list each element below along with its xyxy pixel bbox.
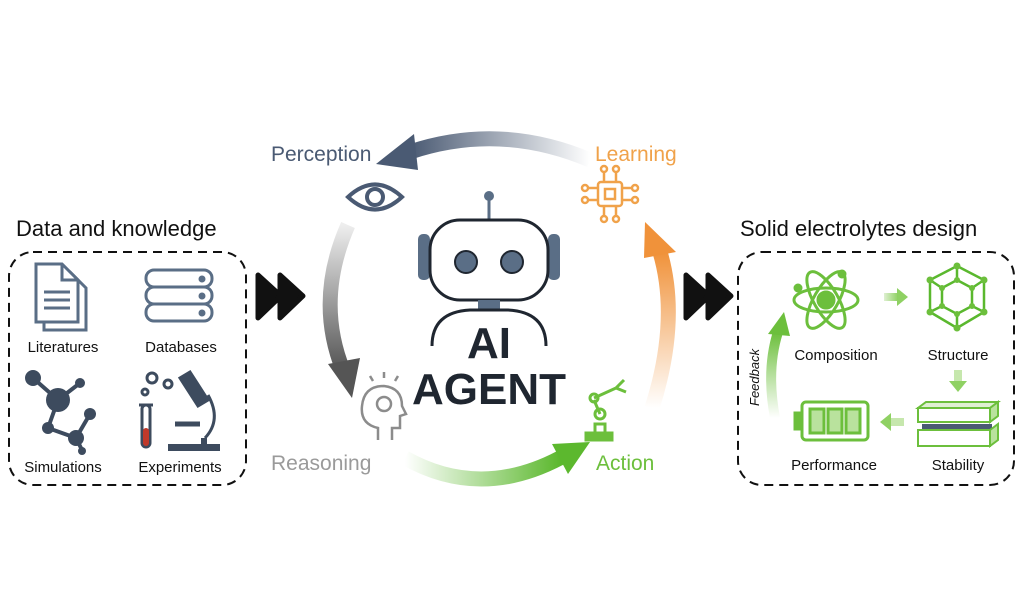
thinking-head-icon (360, 372, 408, 440)
literatures-label: Literatures (27, 339, 99, 356)
layered-stack-icon (915, 400, 1001, 448)
stability-label: Stability (931, 457, 985, 474)
reasoning-label: Reasoning (271, 452, 372, 475)
agent-title-line1: AI (467, 319, 511, 368)
structure-label: Structure (927, 347, 989, 364)
cycle-arrow-top (376, 131, 593, 170)
molecule-icon (25, 370, 96, 455)
performance-label: Performance (791, 457, 877, 474)
right-panel-frame (737, 251, 1015, 486)
agent-title-line2: AGENT (412, 365, 566, 414)
eye-icon (345, 182, 405, 212)
atom-icon (792, 269, 860, 330)
perception-label: Perception (271, 143, 372, 166)
right-panel-title: Solid electrolytes design (740, 216, 978, 241)
feedback-label: Feedback (747, 348, 762, 406)
arrow-composition-structure (884, 288, 908, 306)
feedback-arrow (766, 312, 790, 419)
fast-forward-icon-right (683, 272, 734, 321)
crystal-structure-icon (926, 262, 988, 332)
fast-forward-icon-left (255, 272, 306, 321)
databases-label: Databases (145, 339, 217, 356)
learning-label: Learning (595, 143, 677, 166)
cycle-arrow-left (322, 221, 360, 398)
battery-icon (793, 400, 870, 442)
arrow-stability-performance (880, 413, 904, 431)
action-label: Action (596, 452, 655, 475)
robot-icon (418, 191, 560, 347)
cycle-arrow-bottom (401, 442, 590, 487)
composition-label: Composition (794, 347, 878, 364)
experiments-label: Experiments (138, 459, 222, 476)
database-icon (144, 268, 214, 323)
document-icon (34, 262, 88, 332)
neural-chip-icon (580, 164, 640, 224)
left-panel-frame (8, 251, 247, 486)
cycle-arrow-right (644, 222, 676, 411)
robot-arm-icon (584, 378, 627, 442)
left-panel-title: Data and knowledge (16, 216, 217, 241)
microscope-icon (139, 369, 220, 451)
simulations-label: Simulations (24, 459, 102, 476)
arrow-structure-stability (949, 370, 967, 392)
